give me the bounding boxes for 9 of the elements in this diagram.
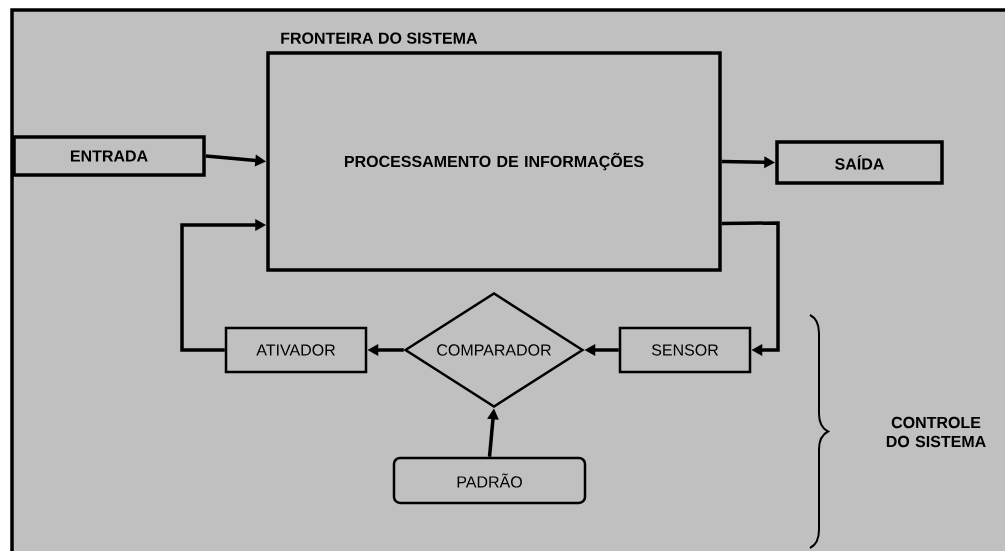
process-box: SAÍDA [775, 140, 944, 185]
process-box: PROCESSAMENTO DE INFORMAÇÕES [266, 51, 722, 272]
arrow [721, 221, 780, 356]
heading: FRONTEIRA DO SISTEMA [281, 32, 478, 44]
bracket-label: CONTROLE DO SISTEMA [886, 416, 986, 448]
process-box: SENSOR [618, 326, 752, 374]
process-box: ATIVADOR [224, 326, 368, 374]
process-box: ENTRADA [12, 135, 206, 177]
rounded-box: PADRÃO [392, 456, 587, 505]
